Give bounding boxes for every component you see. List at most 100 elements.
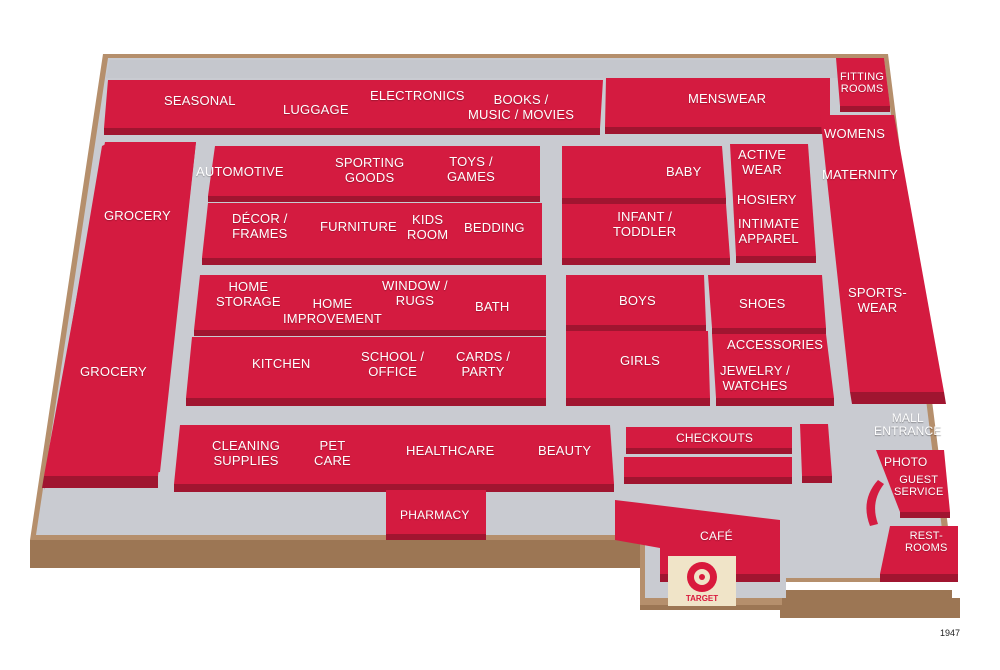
dept-checkout-lane-side: [624, 477, 792, 484]
label-grocery-1: GROCERY: [104, 208, 171, 223]
dept-womens-column[interactable]: [820, 115, 944, 392]
service-counter: [866, 480, 884, 526]
label-shoes: SHOES: [739, 296, 786, 311]
dept-menswear-side: [605, 127, 830, 134]
label-toys-games: TOYS / GAMES: [447, 154, 495, 184]
dept-active-wear-side: [736, 256, 816, 263]
label-jewelry-watches: JEWELRY / WATCHES: [720, 363, 790, 393]
label-furniture: FURNITURE: [320, 219, 397, 234]
dept-baby-side: [562, 198, 726, 204]
dept-block-health[interactable]: [174, 425, 614, 484]
dept-restrooms-side: [880, 574, 958, 582]
dept-grocery-side: [42, 476, 158, 488]
label-books: BOOKS / MUSIC / MOVIES: [468, 92, 575, 122]
label-electronics: ELECTRONICS: [370, 88, 465, 103]
label-guest-service: GUEST SERVICE: [894, 474, 944, 498]
label-boys: BOYS: [619, 293, 656, 308]
dept-block-automotive-side: [208, 196, 540, 202]
label-home-improvement: HOME IMPROVEMENT: [283, 296, 382, 326]
label-bath: BATH: [475, 299, 510, 314]
label-checkouts: CHECKOUTS: [676, 431, 754, 445]
dept-block-kitchen[interactable]: [186, 337, 546, 398]
label-menswear: MENSWEAR: [688, 91, 767, 106]
dept-shoes[interactable]: [708, 275, 826, 328]
dept-checkouts[interactable]: [626, 427, 792, 448]
dept-block-home-side: [194, 330, 546, 336]
dept-baby[interactable]: [562, 146, 726, 198]
dept-boys-side: [566, 325, 706, 331]
label-cleaning-supplies: CLEANING SUPPLIES: [212, 438, 281, 468]
dept-checkout-lane[interactable]: [624, 457, 792, 477]
target-logo: TARGET: [668, 556, 736, 606]
dept-block-decor[interactable]: [202, 203, 542, 258]
label-pet-care: PET CARE: [314, 438, 351, 468]
dept-checkouts-side: [626, 448, 792, 454]
dept-block-automotive[interactable]: [208, 146, 540, 196]
dept-block-decor-side: [202, 258, 542, 265]
dept-checkout-end-side: [802, 476, 832, 483]
label-school-office: SCHOOL / OFFICE: [361, 349, 425, 379]
label-window-rugs: WINDOW / RUGS: [382, 278, 448, 308]
dept-fitting-rooms-side: [840, 106, 890, 112]
dept-back-row-side: [104, 128, 600, 135]
label-home-storage: HOME STORAGE: [216, 279, 281, 309]
dept-block-kitchen-side: [186, 398, 546, 406]
label-cafe: CAFÉ: [700, 529, 733, 543]
label-decor-frames: DÉCOR / FRAMES: [232, 211, 288, 241]
label-restrooms: REST- ROOMS: [905, 530, 948, 554]
label-kids-room: KIDS ROOM: [407, 212, 449, 242]
dept-pharmacy-side: [386, 534, 486, 540]
dept-grocery-main[interactable]: [44, 142, 196, 476]
label-automotive: AUTOMOTIVE: [196, 164, 284, 179]
dept-infant-side: [562, 258, 730, 265]
dept-block-health-side: [174, 484, 614, 492]
label-accessories: ACCESSORIES: [727, 337, 824, 352]
label-intimate-apparel: INTIMATE APPAREL: [738, 216, 800, 246]
label-baby: BABY: [666, 164, 702, 179]
dept-womens-column-side: [850, 392, 946, 404]
label-luggage: LUGGAGE: [283, 102, 349, 117]
label-infant-toddler: INFANT / TODDLER: [613, 209, 677, 239]
label-pharmacy: PHARMACY: [400, 508, 470, 522]
dept-boys[interactable]: [566, 275, 706, 325]
dept-checkout-end[interactable]: [800, 424, 832, 476]
label-sporting-goods: SPORTING GOODS: [335, 155, 405, 185]
label-healthcare: HEALTHCARE: [406, 443, 495, 458]
label-mall-entrance[interactable]: MALL ENTRANCE: [874, 411, 942, 438]
target-bullseye-icon: [687, 562, 717, 592]
label-maternity: MATERNITY: [822, 167, 898, 182]
dept-pharmacy[interactable]: [386, 490, 486, 534]
dept-menswear[interactable]: [605, 78, 830, 127]
label-womens: WOMENS: [824, 126, 886, 141]
dept-restrooms[interactable]: [880, 526, 958, 574]
label-beauty: BEAUTY: [538, 443, 592, 458]
label-sportswear: SPORTS- WEAR: [848, 285, 907, 315]
dept-shoes-side: [712, 328, 826, 334]
dept-photo-side: [900, 512, 950, 518]
dept-girls[interactable]: [566, 331, 710, 398]
label-seasonal: SEASONAL: [164, 93, 236, 108]
back-aisle: [106, 60, 882, 78]
dept-block-home[interactable]: [194, 275, 546, 330]
logo-wordmark: TARGET: [685, 594, 719, 603]
dept-infant[interactable]: [562, 204, 730, 258]
label-fitting-rooms: FITTING ROOMS: [840, 71, 885, 95]
label-hosiery: HOSIERY: [737, 192, 797, 207]
label-grocery-2: GROCERY: [80, 364, 147, 379]
dept-cafe[interactable]: [615, 500, 780, 574]
dept-active-wear[interactable]: [730, 144, 816, 256]
label-girls: GIRLS: [620, 353, 661, 368]
dept-accessories-side: [716, 398, 834, 406]
map-code: 1947: [940, 628, 961, 638]
dept-fitting-rooms[interactable]: [836, 58, 890, 106]
dept-girls-side: [566, 398, 710, 406]
label-cards-party: CARDS / PARTY: [456, 349, 511, 379]
label-bedding: BEDDING: [464, 220, 525, 235]
label-kitchen: KITCHEN: [252, 356, 311, 371]
dept-back-row[interactable]: [104, 80, 603, 128]
label-photo: PHOTO: [884, 455, 928, 469]
dept-photo[interactable]: [876, 450, 950, 512]
dept-accessories[interactable]: [712, 334, 834, 398]
label-active-wear: ACTIVE WEAR: [738, 147, 787, 177]
